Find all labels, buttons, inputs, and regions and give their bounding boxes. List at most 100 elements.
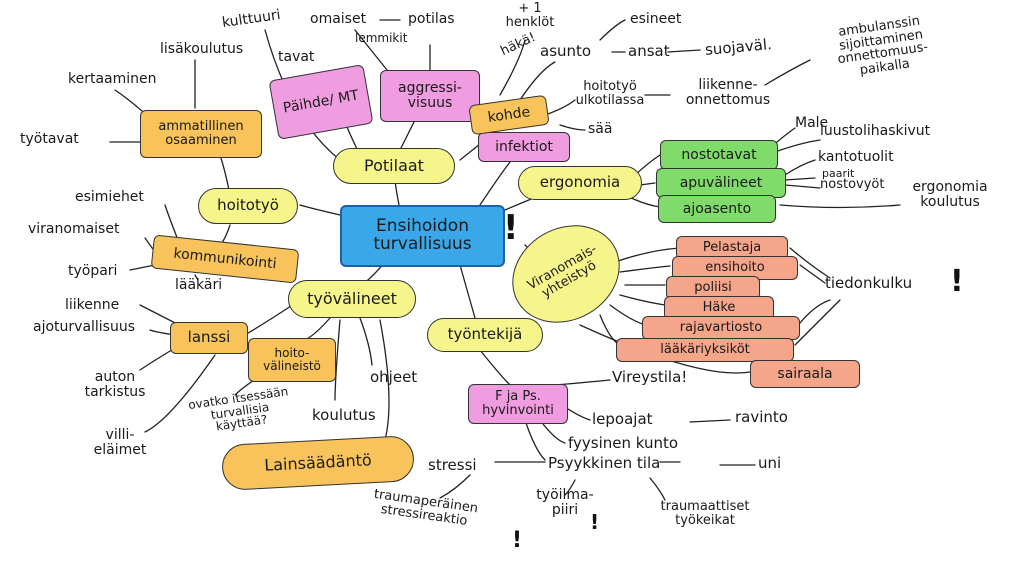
word-psyykkinen-tila: Psyykkinen tila [548,454,661,472]
word-esineet: esineet [630,11,682,27]
word-henkilot: + 1 henklöt [505,1,555,30]
box-lainsaadanto-label: Lainsäädäntö [263,449,373,475]
link-ajo-ergo [779,204,901,209]
word-villielaimet: villi- eläimet [93,427,147,458]
tiedonkulku-exclamation: ! [950,264,964,299]
link-vir-hake [619,294,666,306]
link-komm-laakari [194,274,199,281]
word-omaiset: omaiset [310,11,367,27]
box-rajavartiosto: rajavartiosto [642,316,800,340]
word-liikenne: liikenne [65,297,120,313]
word-saa: sää [588,121,613,137]
branch-ergonomia-label: ergonomia [539,173,621,192]
branch-tyovalineet-label: työvälineet [307,288,397,308]
box-aggressiivisuus-label: aggressi- visuus [398,80,462,111]
link-tyov-ohjeet [359,317,373,366]
box-apuvalineet-label: apuvälineet [679,174,763,191]
box-paihde-label: Päihde/ MT [281,87,360,117]
box-nostotavat: nostotavat [660,140,778,170]
box-sairaala-label: sairaala [777,365,833,382]
word-lisakoulutus: lisäkoulutus [160,41,244,57]
link-lanssi-villi [144,354,216,433]
center-topic: Ensihoidon turvallisuus [340,205,505,267]
word-auton-tarkistus: auton tarkistus [84,369,146,400]
box-kohde-label: kohde [486,103,532,126]
link-komm-tyopari [129,264,156,271]
word-tavat: tavat [278,49,315,65]
link-center-hoitotyo [299,204,341,216]
word-ergonomiakoulutus: ergonomia koulutus [912,179,988,210]
link-kohde-asunto [519,61,556,101]
box-fjaps-label: F ja Ps. hyvinvointi [482,389,554,418]
link-apu-nosto [784,184,821,189]
link-apu-paarit [784,177,816,181]
link-potilaat-aggress [399,119,416,151]
link-fjaps-psyyk [524,419,546,461]
link-psyyk-trauma [649,477,666,501]
center-topic-label: Ensihoidon turvallisuus [373,216,472,254]
word-stressi: stressi [428,456,477,474]
box-fjaps: F ja Ps. hyvinvointi [468,384,568,424]
link-vir-ensihoito [619,265,671,273]
link-tyon-fjaps [479,349,511,386]
link-tyov-laki [379,319,390,441]
link-center-infektiot [479,161,511,206]
branch-hoitotyo: hoitotyö [198,188,298,224]
word-lepoajat: lepoajat [592,410,653,428]
branch-hoitotyo-label: hoitotyö [217,196,279,215]
box-sairaala: sairaala [750,360,860,388]
box-nostotavat-label: nostotavat [681,146,757,163]
branch-tyontekija-label: työntekijä [447,325,523,344]
link-ansat-suoja [667,49,701,53]
word-kertaaminen: kertaaminen [68,71,157,87]
box-apuvalineet: apuvälineet [656,168,786,198]
link-tyov-koulutus [334,319,341,401]
box-ammatillinen: ammatillinen osaaminen [140,110,262,158]
link-nosto-tuki [774,139,821,153]
box-rajavartiosto-label: rajavartiosto [679,320,763,336]
box-hoitovalineisto-label: hoito- välineistö [263,346,321,373]
box-ammatillinen-label: ammatillinen osaaminen [158,119,244,148]
box-infektiot-label: infektiot [495,138,553,155]
box-lanssi-label: lanssi [187,328,231,347]
word-laakari: lääkäri [175,277,223,293]
link-laak-tieto [794,299,841,346]
word-ravinto: ravinto [735,408,788,426]
link-raja-tieto [799,299,831,324]
box-ajoasento: ajoasento [658,195,776,223]
link-vir-sairaala [579,324,751,374]
link-pel-tieto [789,247,831,279]
link-apu-kanto [784,159,816,176]
box-poliisi-label: poliisi [694,280,732,296]
word-ajoturvallisuus: ajoturvallisuus [33,319,136,335]
link-vir-raja [609,304,646,326]
branch-tyontekija: työntekijä [427,318,543,352]
word-kantotuolit: kantotuolit [818,149,894,165]
box-laakariyksikot: lääkäriyksiköt [616,338,794,362]
branch-potilaat-label: Potilaat [364,155,424,175]
branch-ergonomia: ergonomia [518,166,642,200]
word-tyopari: työpari [68,263,118,279]
word-nostovyot: nostovyöt [820,177,885,192]
link-lepo-ravinto [689,419,731,423]
word-ansat: ansat [628,42,670,60]
link-liikenne-ambu [764,59,811,86]
word-lemmikit: lemmikit [355,31,408,45]
word-hoitotyo-ulkotiloissa: hoitotyö ulkotilassa [575,79,645,108]
box-kommunikointi-label: kommunikointi [172,245,278,273]
link-tyov-hoitoval [304,317,331,341]
branch-potilaat: Potilaat [333,148,455,184]
branch-tyovalineet: työvälineet [288,280,416,318]
link-saa [559,124,586,131]
word-uni: uni [758,454,782,472]
link-vir-pelastaja [614,247,681,263]
word-ohjeet: ohjeet [370,368,418,386]
link-esineet [599,19,626,41]
word-paarit: paarit [822,167,855,180]
branch-viranomaisyhteistyo-label: Viranomais- yhteistyö [525,241,600,302]
word-fyysinen-kunto: fyysinen kunto [568,434,679,452]
center-exclamation: ! [503,208,519,248]
box-ensihoito-label: ensihoito [705,260,765,276]
word-viranomaiset: viranomaiset [28,221,120,237]
